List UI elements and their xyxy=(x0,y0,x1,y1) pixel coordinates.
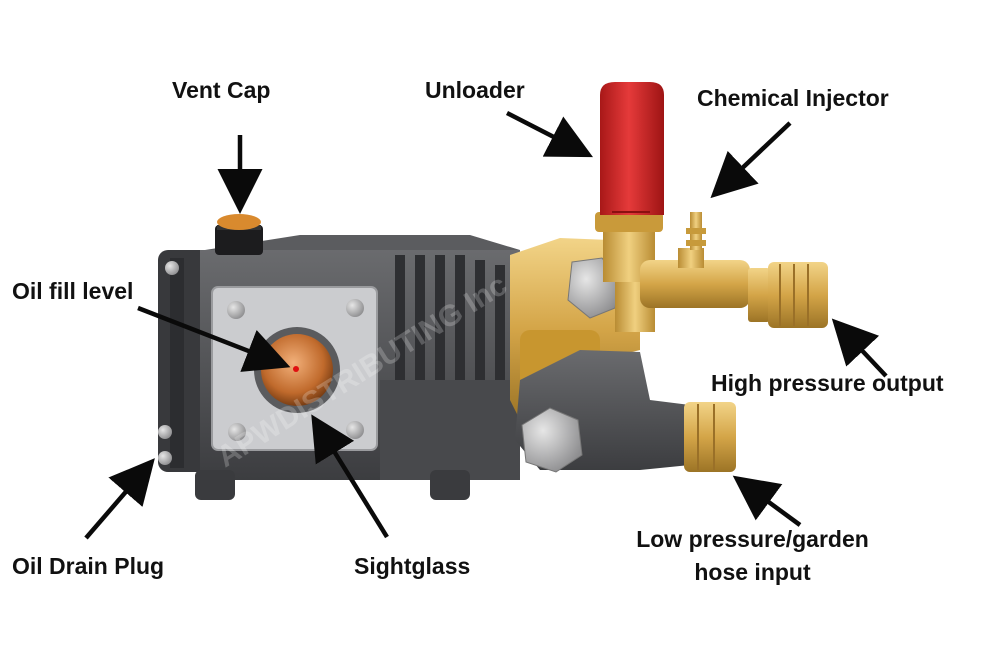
chemical-injector-arrow xyxy=(710,121,792,199)
vent-cap-label: Vent Cap xyxy=(172,77,271,103)
unloader-arrow xyxy=(505,110,594,158)
oil-fill-level-arrow xyxy=(137,305,291,372)
sightglass-plate xyxy=(211,286,378,451)
low-pressure-fitting xyxy=(684,402,736,472)
high-pressure-coupler xyxy=(748,262,828,328)
unloader-label: Unloader xyxy=(425,77,525,103)
oil-fill-level-label: Oil fill level xyxy=(12,278,134,304)
inlet-manifold xyxy=(515,350,736,473)
low-pressure-input-label-line1: Low pressure/garden xyxy=(636,526,869,552)
high-pressure-output-arrow xyxy=(831,318,888,378)
oil-drain-plug-bolt xyxy=(158,425,172,439)
chemical-injector-label: Chemical Injector xyxy=(697,85,889,111)
oil-drain-plug-label: Oil Drain Plug xyxy=(12,553,165,579)
low-pressure-input-arrow xyxy=(732,475,802,527)
unloader-cap xyxy=(595,82,664,232)
sightglass-arrow xyxy=(311,414,389,539)
high-pressure-output-label: High pressure output xyxy=(711,370,944,396)
vent-cap xyxy=(215,214,263,255)
low-pressure-input-label: Low pressure/garden hose input xyxy=(610,523,895,590)
oil-drain-plug-arrow xyxy=(84,458,155,540)
sightglass-label: Sightglass xyxy=(354,553,471,579)
low-pressure-input-label-line2: hose input xyxy=(694,559,811,586)
oil-fill-level-dot xyxy=(293,366,299,372)
